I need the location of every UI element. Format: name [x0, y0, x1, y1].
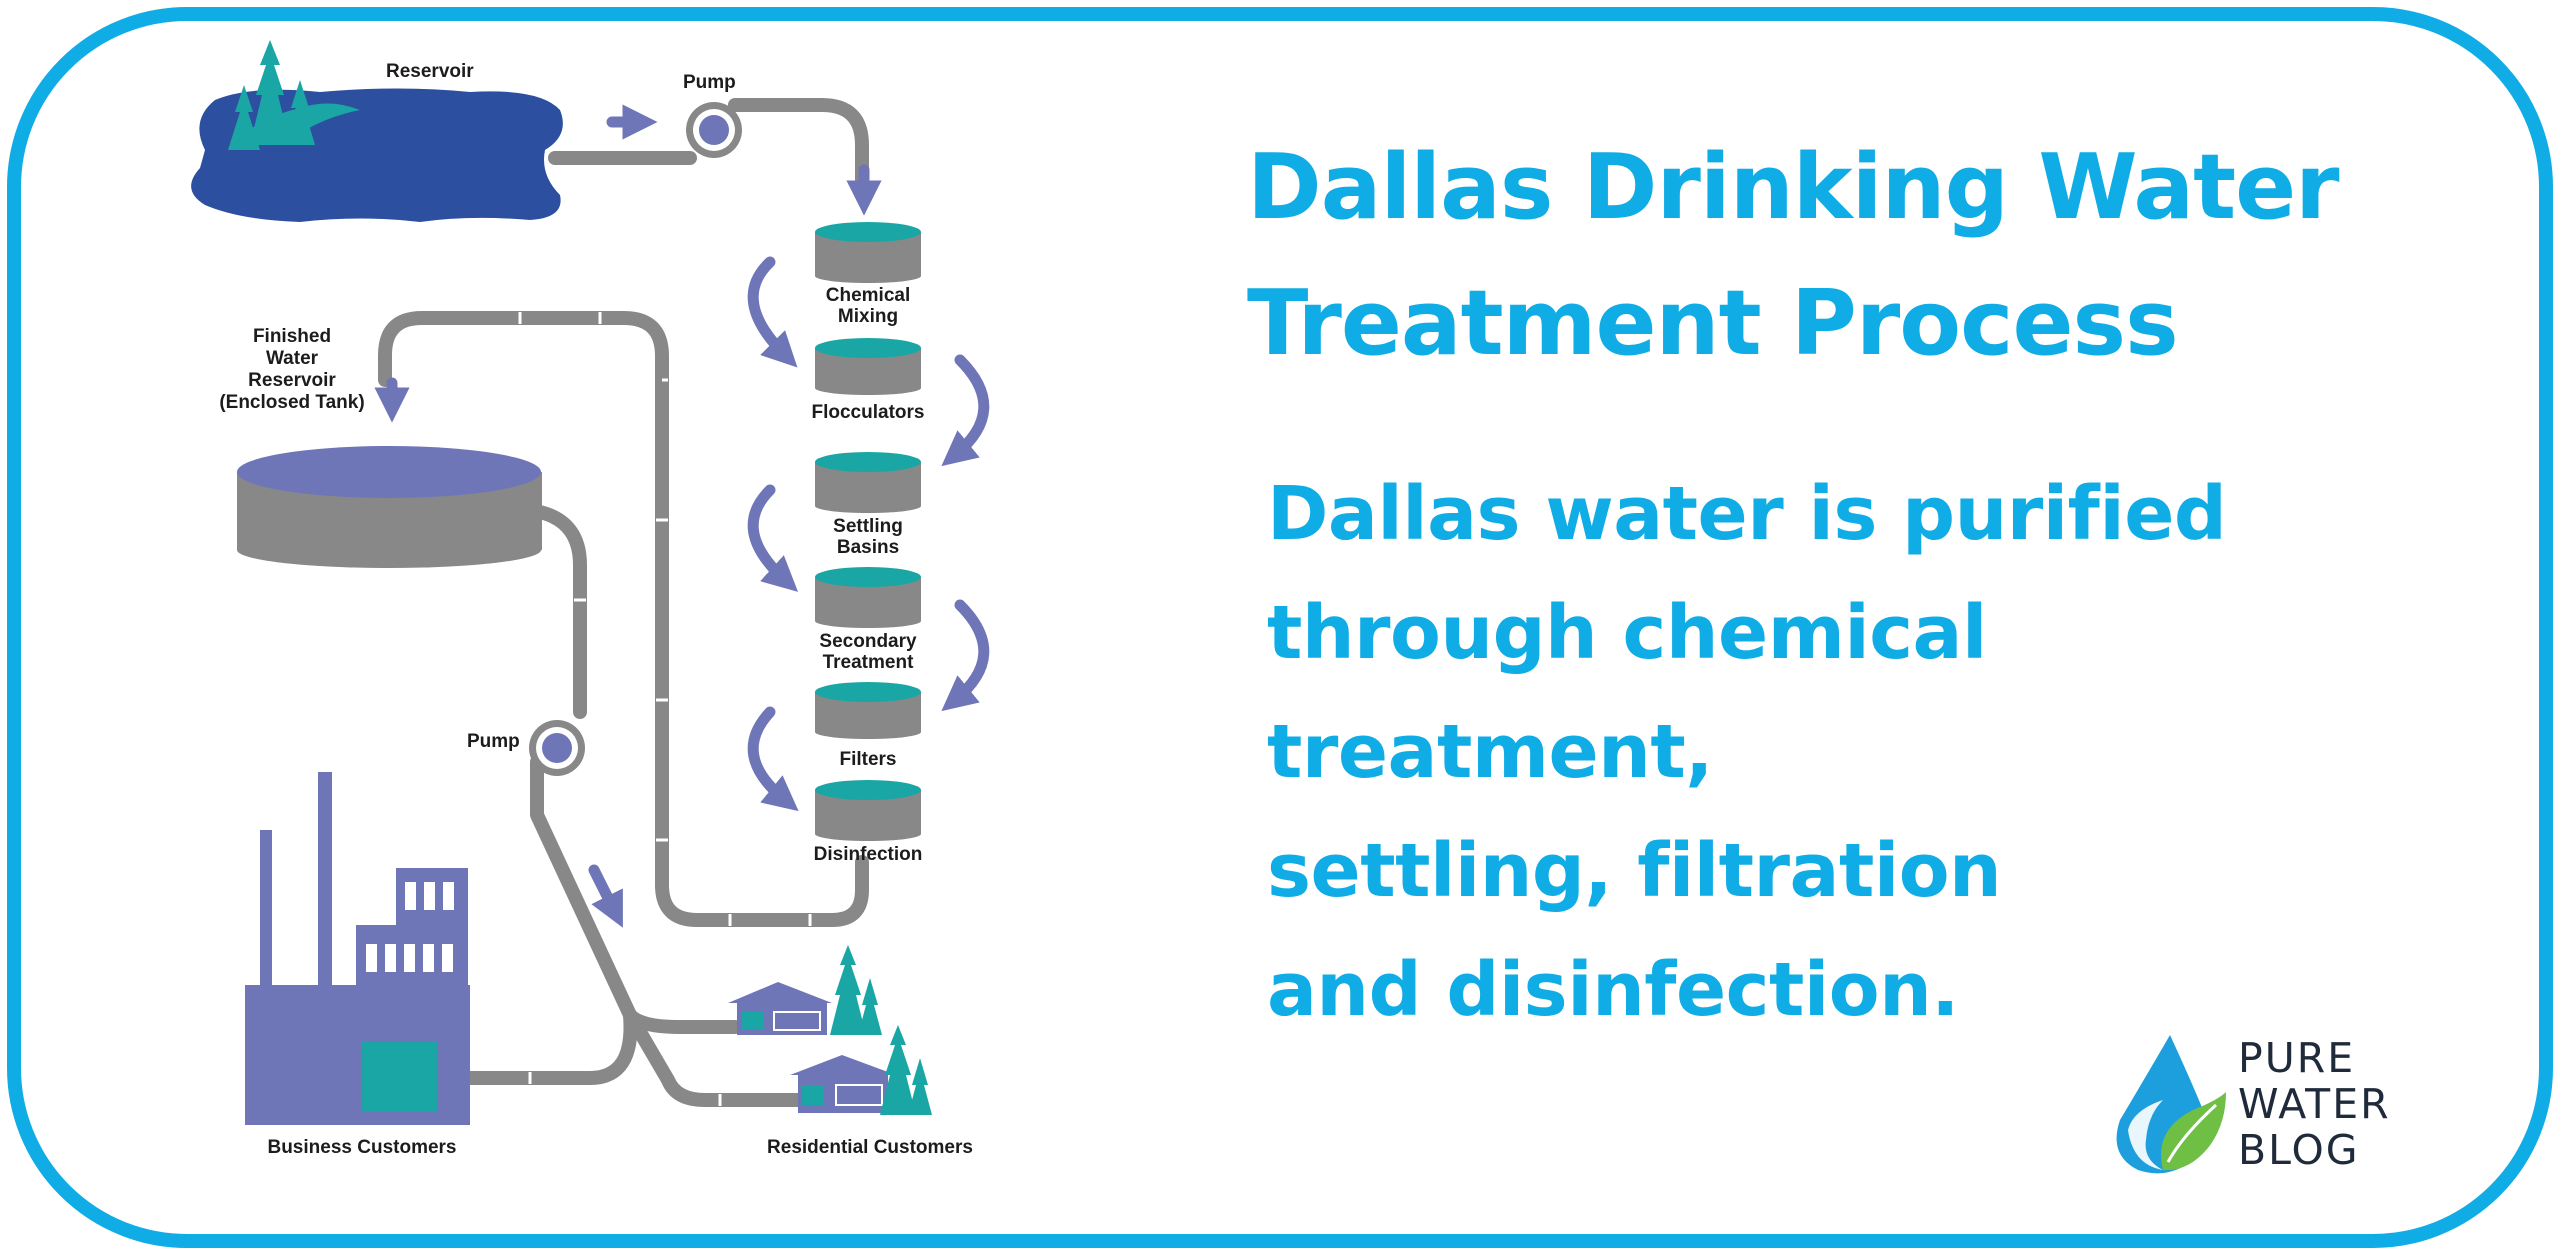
tank-disinfection: [815, 780, 921, 841]
stage-label-settling-1: Settling: [833, 516, 903, 537]
title-line-2: Treatment Process: [1247, 271, 2179, 376]
pipe-to-residential-top: [623, 1008, 742, 1034]
stage-label-secondary-2: Treatment: [823, 652, 914, 673]
stage-label-disinfection: Disinfection: [814, 844, 923, 865]
tank-flocculators: [815, 338, 921, 395]
stage-label-secondary-1: Secondary: [819, 631, 917, 652]
arrow-flocculators-to-settling: [941, 354, 990, 467]
tank-settling-basins: [815, 452, 921, 513]
stage-label-flocculators: Flocculators: [812, 402, 925, 423]
stage-label-chemical-mixing-1: Chemical: [826, 285, 910, 306]
finished-reservoir-labels: Finished Water Reservoir (Enclosed Tank): [219, 326, 364, 413]
tank-secondary-treatment: [815, 567, 921, 628]
arrow-to-customers: [588, 864, 623, 928]
finished-label-1: Finished: [253, 326, 331, 347]
residential-customers-label: Residential Customers: [767, 1137, 973, 1158]
treatment-process-diagram: Reservoir Pump: [191, 40, 990, 1158]
pipes: [378, 98, 869, 1107]
pipe-pump-to-junction: [530, 755, 637, 1022]
pipe-to-business: [463, 1008, 638, 1085]
description-line-4: settling, filtration: [1267, 828, 2002, 914]
treatment-tanks: [815, 222, 921, 841]
house-icon-top: [728, 982, 832, 1035]
description-line-2: through chemical: [1267, 590, 1987, 676]
reservoir: [191, 40, 563, 222]
description-line-5: and disinfection.: [1267, 947, 1959, 1033]
pipe-pump-to-mixing: [728, 98, 869, 187]
finished-label-3: Reservoir: [248, 370, 336, 391]
arrow-settling-to-secondary: [747, 484, 799, 592]
finished-label-4: (Enclosed Tank): [219, 392, 364, 413]
house-icon-bottom: [790, 1055, 896, 1113]
factory-icon: [245, 772, 470, 1125]
stage-label-filters: Filters: [839, 749, 896, 770]
trees-icon-bottom: [880, 1025, 932, 1115]
description-line-1: Dallas water is purified: [1267, 471, 2227, 557]
page-title: Dallas Drinking Water Treatment Process: [1247, 120, 2447, 392]
tank-filters: [815, 682, 921, 739]
top-pump: [686, 102, 742, 158]
bottom-pump: [529, 720, 585, 776]
logo-word-2: WATER: [2238, 1080, 2391, 1128]
logo-word-3: BLOG: [2238, 1126, 2360, 1174]
arrow-filters-to-disinfection: [747, 706, 799, 812]
stage-labels: Chemical Mixing Flocculators Settling Ba…: [812, 285, 925, 865]
finished-water-tank: [237, 446, 542, 568]
description-line-3: treatment,: [1267, 709, 1713, 795]
business-customers-label: Business Customers: [267, 1137, 456, 1158]
stage-label-settling-2: Basins: [837, 537, 899, 558]
water-drop-leaf-icon: [2116, 1035, 2226, 1174]
flow-arrows: [374, 104, 990, 928]
pipe-tank-to-pump: [533, 505, 587, 719]
tank-chemical-mixing: [815, 222, 921, 283]
top-pump-label: Pump: [683, 72, 736, 93]
reservoir-label: Reservoir: [386, 61, 474, 82]
title-line-1: Dallas Drinking Water: [1247, 135, 2340, 240]
stage-label-chemical-mixing-2: Mixing: [838, 306, 898, 327]
trees-icon-top: [830, 945, 882, 1035]
description: Dallas water is purified through chemica…: [1267, 455, 2267, 1050]
pipe-disinfection-loop: [378, 311, 869, 927]
pipe-to-residential-bottom: [623, 1008, 807, 1107]
rounded-border: [7, 7, 2553, 1248]
logo-word-1: PURE: [2238, 1034, 2356, 1082]
pure-water-blog-logo: PURE WATER BLOG: [2108, 1030, 2448, 1180]
finished-label-2: Water: [266, 348, 319, 369]
reservoir-trees-icon: [228, 40, 315, 150]
arrow-mixing-to-flocculators: [747, 256, 798, 368]
bottom-pump-label: Pump: [467, 731, 520, 752]
pipe-joints: [518, 98, 812, 1106]
arrow-secondary-to-filters: [941, 599, 990, 712]
